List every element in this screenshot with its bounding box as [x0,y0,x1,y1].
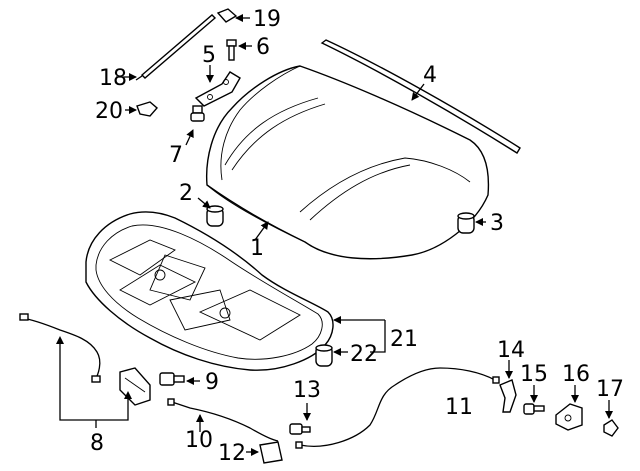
callout-14: 14 [497,338,525,363]
latch-mount-bolt [523,403,545,415]
callout-17: 17 [596,377,624,402]
callout-11: 11 [445,395,473,420]
hood-weatherstrip [320,39,521,154]
release-cable-long [295,367,500,449]
callout-3: 3 [490,211,504,236]
callout-6: 6 [256,35,270,60]
hood-insulator [85,211,334,371]
insulator-bumper [315,344,333,367]
leader-2 [197,197,211,209]
latch-bracket [259,441,283,464]
callout-22: 22 [350,342,378,367]
callout-18: 18 [99,66,127,91]
release-cable-front [19,313,101,383]
leader-lines [56,14,613,456]
callout-2: 2 [179,181,193,206]
callout-1: 1 [250,236,264,261]
leader-7 [185,129,194,146]
callout-13: 13 [293,378,321,403]
release-handle-bracket [119,367,151,406]
hinge-mount-bolt [190,105,205,122]
hood-support-rod [135,14,217,81]
callout-20: 20 [95,99,123,124]
hood-latch [499,379,517,413]
callout-10: 10 [185,428,213,453]
callout-15: 15 [520,362,548,387]
rod-clip [216,8,238,23]
hood-bracket [136,101,158,117]
retainer-clip [603,419,619,437]
leader-21-bracket [370,320,386,353]
hood-hinge [194,71,241,107]
hood-bumper-left [206,205,224,227]
leader-1 [254,221,269,241]
callout-21: 21 [390,327,418,352]
callout-5: 5 [202,43,216,68]
callout-9: 9 [205,370,219,395]
callout-8: 8 [90,431,104,456]
release-cable-short [167,398,279,442]
hood-panel [205,65,490,260]
callout-16: 16 [562,362,590,387]
leader-8-bracket [59,340,129,421]
leader-4 [411,83,425,101]
latch-bolt [289,423,311,435]
bracket-bolt [159,372,185,386]
hinge-bolt [226,39,237,61]
callout-12: 12 [218,441,246,466]
callout-labels: 1 2 3 4 5 6 7 8 9 10 11 12 13 14 15 16 1… [90,7,624,466]
latch-assembly [555,403,583,431]
callout-19: 19 [253,7,281,32]
callout-7: 7 [169,143,183,168]
callout-4: 4 [423,63,437,88]
hood-bumper-right [457,212,475,234]
